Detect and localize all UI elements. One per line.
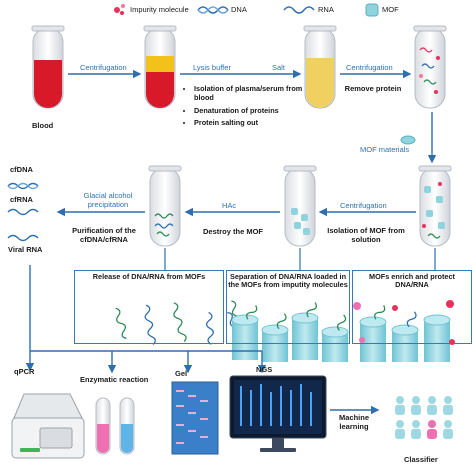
row1-steps-list: Isolation of plasma/serum from blood Den…	[184, 84, 312, 131]
release-panel-title: Release of DNA/RNA from MOFs	[92, 272, 206, 281]
viral-rna-label: Viral RNA	[8, 245, 43, 254]
classifier-label: Classifier	[404, 455, 438, 464]
remove-protein-label: Remove protein	[338, 82, 408, 96]
legend-rna-label: RNA	[318, 5, 334, 14]
cfrna-icon	[7, 208, 39, 216]
release-panel: Release of DNA/RNA from MOFs	[74, 270, 224, 344]
glacial-label: Glacial alcohol precipitation	[83, 191, 133, 209]
centrifugation-label-2: Centrifugation	[346, 63, 393, 72]
destroy-mof-label: Destroy the MOF	[190, 224, 276, 240]
ngs-label: NGS	[256, 365, 273, 374]
enrich-panel: MOFs enrich and protect DNA/RNA	[352, 270, 472, 344]
step-denaturation: Denaturation of proteins	[194, 106, 312, 115]
remove-protein-tube	[413, 25, 447, 109]
mof-enrich-tube	[418, 165, 452, 247]
cfdna-label: cfDNA	[10, 165, 33, 174]
separation-panel-title: Separation of DNA/RNA loaded in the MOFs…	[228, 272, 348, 290]
mof-materials-label: MOF materials	[360, 145, 410, 154]
salt-tube	[303, 25, 337, 109]
centrifugation-label-3: Centrifugation	[340, 201, 387, 210]
classifier-people-icon	[395, 396, 453, 439]
lysis-buffer-label: Lysis buffer	[193, 63, 231, 72]
enrich-panel-title: MOFs enrich and protect DNA/RNA	[369, 272, 455, 290]
isolation-tube	[283, 165, 317, 247]
step-salting-out: Protein salting out	[194, 118, 312, 127]
legend-rna-icon	[283, 6, 315, 14]
legend-mof-icon	[365, 3, 379, 17]
ngs-monitor-icon	[229, 375, 327, 452]
enrich-panel-art	[353, 300, 455, 362]
gel-icon	[171, 381, 219, 455]
legend-dna-label: DNA	[231, 5, 247, 14]
qpcr-label: qPCR	[14, 367, 35, 376]
legend-dna-icon	[197, 6, 229, 14]
separation-panel-art	[231, 302, 349, 362]
machine-learning-label: Machine learning	[338, 413, 369, 431]
enzymatic-label: Enzymatic reaction	[80, 375, 149, 384]
hac-label: HAc	[222, 201, 237, 210]
separated-tube	[143, 25, 177, 109]
separation-panel: Separation of DNA/RNA loaded in the MOFs…	[226, 270, 350, 344]
cfrna-label: cfRNA	[10, 195, 33, 204]
step-isolation: Isolation of plasma/serum from blood	[194, 84, 312, 103]
viral-rna-icon	[7, 234, 39, 242]
legend-impurity-label: Impurity molecule	[130, 5, 189, 14]
salt-label: Salt	[272, 63, 285, 72]
qpcr-machine-icon	[11, 393, 85, 459]
gel-label: Gel	[175, 369, 188, 378]
enzymatic-tubes-icon	[95, 397, 135, 455]
destroy-mof-tube	[148, 165, 182, 247]
purification-label: Purification of the cfDNA/cfRNA	[62, 222, 146, 248]
legend-impurity-icon	[114, 4, 125, 15]
centrifugation-label-1: Centrifugation	[80, 63, 127, 72]
legend-mof-label: MOF	[382, 5, 399, 14]
blood-label: Blood	[32, 121, 54, 130]
blood-tube	[31, 25, 65, 109]
cfdna-icon	[7, 182, 39, 190]
mof-material-icon	[400, 135, 416, 145]
isolation-label: Isolation of MOF from solution	[322, 222, 410, 248]
